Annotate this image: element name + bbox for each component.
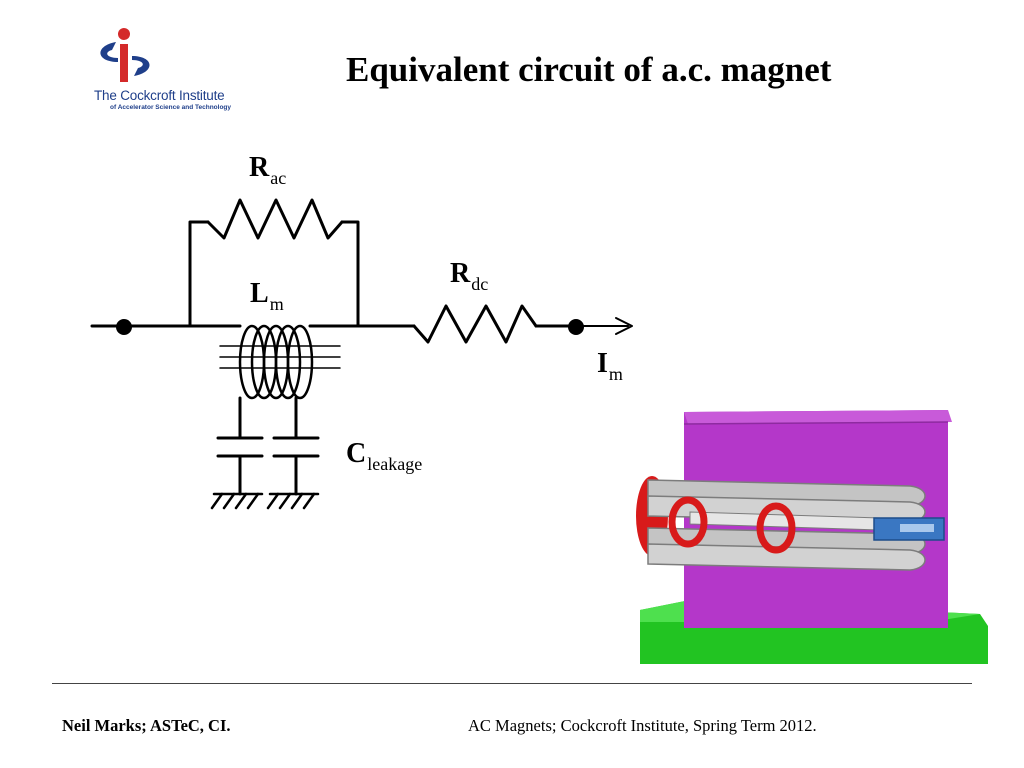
magnet-ring-right: [756, 502, 796, 554]
leakage-capacitor-left: [216, 396, 264, 496]
logo-red-stem: [120, 44, 128, 82]
logo-name: The Cockcroft Institute: [94, 88, 225, 103]
ground-symbol-left: [210, 492, 264, 510]
circuit-diagram: [90, 198, 633, 510]
logo-subtitle: of Accelerator Science and Technology: [110, 104, 232, 111]
label-im-main: I: [597, 348, 608, 379]
label-lm: Lm: [250, 278, 284, 314]
inductor-core: [219, 345, 341, 369]
logo-swoosh-left: [100, 42, 118, 62]
current-arrow-head: [615, 317, 633, 335]
rdc-resistor: [412, 304, 538, 344]
rac-branch-right: [340, 220, 360, 328]
magnet-terminal-slot: [900, 524, 934, 532]
magnet-yoke-edge: [683, 421, 949, 425]
rac-branch-left: [188, 220, 210, 328]
footer-divider: [52, 683, 972, 684]
label-rdc-sub: dc: [471, 274, 489, 294]
label-cleakage-main: C: [346, 438, 367, 469]
label-lm-main: L: [250, 278, 269, 309]
ground-symbol-right: [266, 492, 320, 510]
magnet-yoke-top: [684, 410, 952, 424]
label-cleakage: Cleakage: [346, 438, 422, 474]
inductor-coils: [238, 324, 314, 400]
footer-course: AC Magnets; Cockcroft Institute, Spring …: [468, 716, 817, 735]
cockcroft-logo: The Cockcroft Institute of Accelerator S…: [88, 26, 250, 118]
input-terminal: [116, 319, 132, 335]
label-im: Im: [597, 348, 623, 384]
label-im-sub: m: [608, 364, 623, 384]
slide-title: Equivalent circuit of a.c. magnet: [346, 50, 832, 89]
label-rac-sub: ac: [270, 168, 287, 188]
logo-swoosh-right: [132, 56, 150, 76]
magnet-ring-left: [668, 496, 708, 548]
label-lm-sub: m: [269, 294, 284, 314]
label-rdc: Rdc: [450, 258, 488, 294]
label-rac: Rac: [249, 152, 286, 188]
output-terminal: [568, 319, 584, 335]
label-cleakage-sub: leakage: [367, 454, 423, 474]
logo-red-dot: [118, 28, 130, 40]
cockcroft-logo-mark: [100, 28, 150, 82]
rac-resistor: [206, 198, 344, 240]
footer-author: Neil Marks; ASTeC, CI.: [62, 716, 231, 735]
label-rdc-main: R: [450, 258, 471, 289]
leakage-capacitor-right: [272, 396, 320, 496]
magnet-illustration: [636, 410, 988, 664]
label-rac-main: R: [249, 152, 270, 183]
